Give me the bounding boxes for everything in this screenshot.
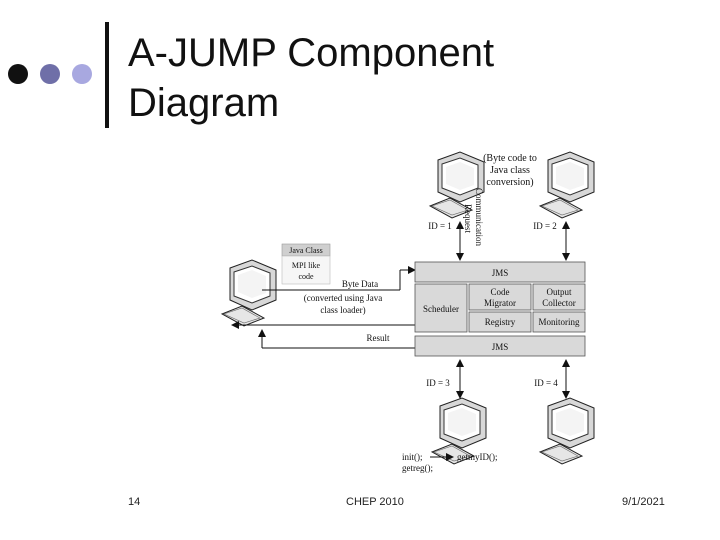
byte-code-note-line-3: conversion) xyxy=(486,177,533,188)
java-class-label: Java Class xyxy=(289,246,323,255)
converted-note-line-1: (converted using Java xyxy=(304,293,382,303)
title-line-2: Diagram xyxy=(128,81,280,125)
title-divider xyxy=(105,22,109,128)
jms-top-label: JMS xyxy=(492,268,509,278)
jms-bottom-label: JMS xyxy=(492,342,509,352)
mpi-like-code-line-1: MPI like xyxy=(292,261,321,270)
mpi-code-box xyxy=(281,255,331,285)
registry-block xyxy=(468,311,532,333)
footer-center: CHEP 2010 xyxy=(346,496,404,508)
output-collector-line-1: Output xyxy=(546,287,572,297)
jms-bottom-bar xyxy=(414,335,586,357)
byte-data-label: Byte Data xyxy=(342,279,378,289)
label-id-2: ID = 2 xyxy=(533,221,557,231)
code-migrator-line-2: Migrator xyxy=(484,298,516,308)
getmyid-call-label: getmyID(); xyxy=(457,452,498,462)
title-line-1: A-JUMP Component xyxy=(128,31,495,75)
communication-request-line-2: Request xyxy=(463,204,473,233)
computer-top-right-icon xyxy=(539,151,595,219)
monitoring-block xyxy=(532,311,586,333)
scheduler-block xyxy=(414,283,468,333)
registry-label: Registry xyxy=(485,317,516,327)
bullet-dots xyxy=(8,62,98,86)
footer-date: 9/1/2021 xyxy=(622,496,665,508)
init-call-label: init(); xyxy=(402,452,423,462)
label-id-1: ID = 1 xyxy=(428,221,452,231)
dot-dark xyxy=(8,64,28,84)
output-collector-block xyxy=(532,283,586,311)
result-label: Result xyxy=(366,333,390,343)
computer-client-icon xyxy=(221,259,277,327)
dot-light xyxy=(72,64,92,84)
computer-bottom-right-icon xyxy=(539,397,595,465)
dot-mid xyxy=(40,64,60,84)
getreg-call-label: getreg(); xyxy=(402,463,433,473)
communication-request-line-1: Communication xyxy=(474,188,484,246)
page-number: 14 xyxy=(128,496,141,508)
jms-top-bar xyxy=(414,261,586,283)
converted-note-line-2: class loader) xyxy=(320,305,365,315)
label-id-3: ID = 3 xyxy=(426,378,450,388)
byte-code-note-line-1: (Byte code to xyxy=(483,153,537,164)
code-migrator-line-1: Code xyxy=(491,287,510,297)
label-id-4: ID = 4 xyxy=(534,378,558,388)
output-collector-line-2: Collector xyxy=(542,298,576,308)
monitoring-label: Monitoring xyxy=(538,317,580,327)
byte-code-note-line-2: Java class xyxy=(490,165,530,176)
slide-title: A-JUMP Component Diagram xyxy=(128,28,494,128)
mpi-like-code-line-2: code xyxy=(298,272,314,281)
scheduler-label: Scheduler xyxy=(423,304,459,314)
code-migrator-block xyxy=(468,283,532,311)
